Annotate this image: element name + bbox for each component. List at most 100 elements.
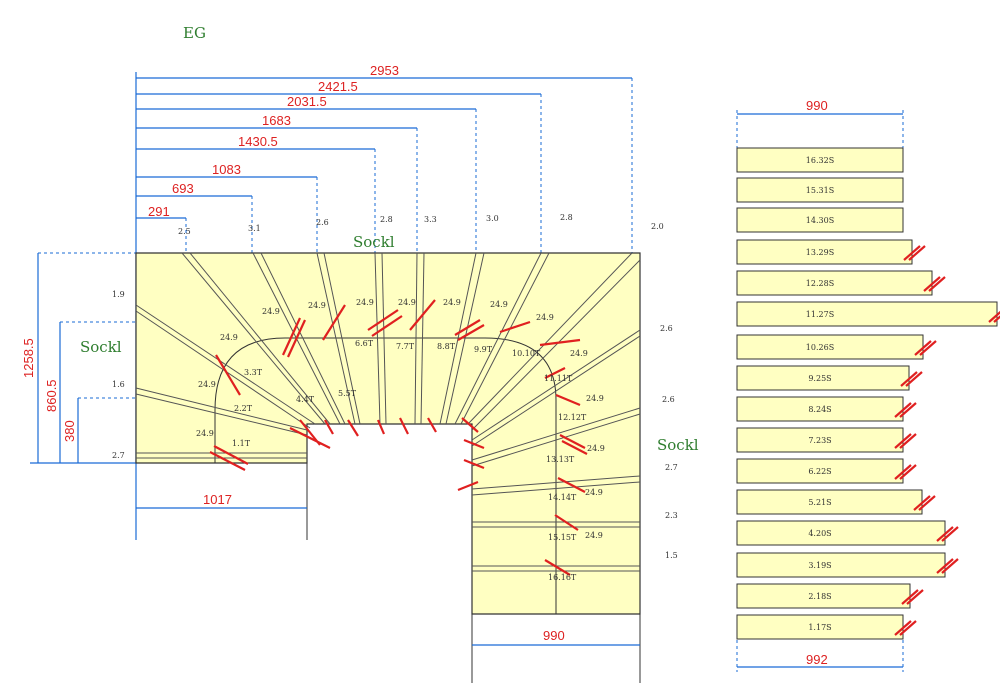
board-cut-13-0 xyxy=(936,526,954,542)
right-num-3: 2.7 xyxy=(665,463,678,472)
tread-6b xyxy=(323,252,361,425)
tread-label-2: 2.2T xyxy=(234,404,253,413)
cut-22 xyxy=(427,417,437,433)
right-num-1: 2.6 xyxy=(660,324,673,333)
board-cut-12-0 xyxy=(913,495,931,511)
width-10: 24.9 xyxy=(536,313,554,322)
cut-16 xyxy=(289,427,331,449)
tread-7a xyxy=(374,252,381,425)
tread-label-7: 7.7T xyxy=(396,342,415,351)
width-8: 24.9 xyxy=(443,298,461,307)
cut-21 xyxy=(399,417,409,435)
cut-12 xyxy=(559,434,586,449)
width-3: 24.9 xyxy=(220,333,238,342)
board-cut-5-1 xyxy=(928,276,946,292)
width-4: 24.9 xyxy=(262,307,280,316)
cut-10 xyxy=(544,367,566,379)
left-num-1: 1.9 xyxy=(112,290,125,299)
tread-10b xyxy=(460,252,550,425)
width-2: 24.9 xyxy=(198,380,216,389)
tread-label-10: 10.10T xyxy=(512,349,541,358)
board-cut-15-0 xyxy=(901,589,919,605)
cut-3b xyxy=(287,319,306,358)
width-9: 24.9 xyxy=(490,300,508,309)
treads xyxy=(135,252,641,572)
cut-5b xyxy=(371,315,403,337)
tread-12a xyxy=(471,329,641,441)
top-num-3: 2.6 xyxy=(316,218,329,227)
panel-bottom-dim: 992 xyxy=(806,652,828,667)
tread-11a xyxy=(467,252,633,425)
dim-990-bottom: 990 xyxy=(543,628,565,643)
left-num-3: 2.7 xyxy=(112,451,125,460)
dim-860: 860.5 xyxy=(44,379,59,412)
width-6: 24.9 xyxy=(356,298,374,307)
stair-outline xyxy=(135,252,641,615)
tread-8b xyxy=(420,252,425,425)
board-5 xyxy=(736,270,933,296)
small-top-numbers: 2.5 3.1 2.6 2.8 3.3 3.0 2.8 2.0 xyxy=(178,213,664,236)
tread-11b xyxy=(471,259,641,431)
board-cut-4-0 xyxy=(903,245,921,261)
board-label-3: 14.30S xyxy=(806,216,834,225)
board-11 xyxy=(736,458,904,484)
tread-label-9: 9.9T xyxy=(474,345,493,354)
tread-label-13: 13.13T xyxy=(546,455,575,464)
width-11: 24.9 xyxy=(570,349,588,358)
board-cut-8-0 xyxy=(900,371,918,387)
board-16 xyxy=(736,614,904,640)
board-cut-7-1 xyxy=(919,340,937,356)
board-cut-16-1 xyxy=(899,620,917,636)
top-dimensions: 2953 2421.5 2031.5 1683 1430.5 1083 693 … xyxy=(135,63,633,540)
board-label-10: 7.23S xyxy=(808,436,831,445)
board-label-14: 3.19S xyxy=(808,561,831,570)
cut-7b xyxy=(457,324,485,341)
board-label-11: 6.22S xyxy=(808,467,831,476)
cut-9 xyxy=(539,338,581,347)
tread-3a xyxy=(135,304,316,425)
cut-12b xyxy=(561,440,588,455)
board-label-15: 2.18S xyxy=(808,592,831,601)
tread-14b xyxy=(471,481,641,496)
dim-1258: 1258.5 xyxy=(21,338,36,378)
dim-1083: 1083 xyxy=(212,162,241,177)
tread-label-14: 14.14T xyxy=(548,493,577,502)
tread-14a xyxy=(471,475,641,490)
tread-label-1: 1.1T xyxy=(232,439,251,448)
board-cut-11-0 xyxy=(894,464,912,480)
cut-6 xyxy=(409,299,436,331)
top-num-2: 3.1 xyxy=(248,224,261,233)
right-num-5: 1.5 xyxy=(665,551,678,560)
top-num-4: 2.8 xyxy=(380,215,393,224)
cut-1 xyxy=(209,451,246,471)
width-15: 24.9 xyxy=(585,531,603,540)
board-cut-7-0 xyxy=(914,340,932,356)
tread-label-5: 5.5T xyxy=(338,389,357,398)
board-cut-6-0 xyxy=(988,310,1000,323)
board-9 xyxy=(736,396,904,422)
board-7 xyxy=(736,334,924,360)
tread-4a xyxy=(181,252,326,425)
cut-5 xyxy=(367,309,399,331)
cut-15 xyxy=(544,559,571,576)
dim-1017: 1017 xyxy=(203,492,232,507)
board-14 xyxy=(736,552,946,578)
cut-20 xyxy=(376,419,386,435)
tread-label-15: 15.15T xyxy=(548,533,577,542)
sockel-left: Sockl xyxy=(80,338,122,356)
board-cut-10-0 xyxy=(894,433,912,449)
dim-291: 291 xyxy=(148,204,170,219)
cut-13 xyxy=(557,477,586,493)
board-cut-13-1 xyxy=(941,526,959,542)
left-num-2: 1.6 xyxy=(112,380,125,389)
board-label-12: 5.21S xyxy=(808,498,831,507)
width-5: 24.9 xyxy=(308,301,326,310)
board-cut-14-1 xyxy=(941,558,959,574)
top-num-7: 2.8 xyxy=(560,213,573,222)
tread-label-6: 6.6T xyxy=(355,339,374,348)
tread-6a xyxy=(316,252,356,425)
board-1 xyxy=(736,147,904,173)
board-label-5: 12.28S xyxy=(806,279,834,288)
right-panel: 990 992 xyxy=(736,98,904,672)
left-dimensions: 1258.5 860.5 380 xyxy=(21,252,136,464)
